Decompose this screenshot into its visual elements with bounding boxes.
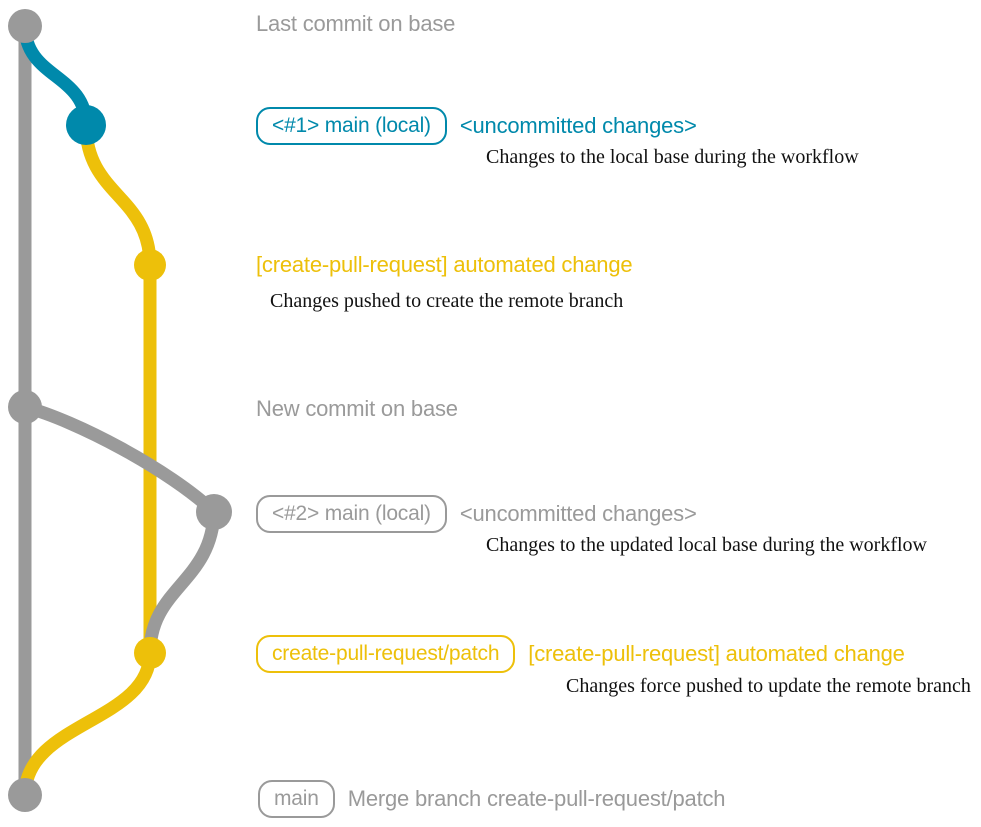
ref-badge-create-pull-request-patch[interactable]: create-pull-request/patch: [256, 635, 516, 673]
commit-subject: New commit on base: [256, 396, 458, 421]
commit-node-patch-2[interactable]: [134, 637, 166, 669]
commit-subject: <uncommitted changes>: [459, 113, 697, 138]
commit-node-patch-1[interactable]: [134, 249, 166, 281]
commit-subject: [create-pull-request] automated change: [528, 641, 905, 666]
commit-description: Changes pushed to create the remote bran…: [270, 290, 624, 312]
commit-node-local-2[interactable]: [196, 494, 232, 530]
commit-row-new-commit-on-base: New commit on base: [256, 398, 458, 420]
commit-subject: <uncommitted changes>: [459, 501, 697, 526]
edge-base-to-local2: [18, 400, 221, 519]
edge-patch2-to-merge: [18, 646, 157, 802]
commit-description: Changes to the updated local base during…: [486, 534, 927, 556]
edge-local2-to-patch2: [143, 505, 221, 660]
commit-description: Changes force pushed to update the remot…: [566, 675, 971, 697]
commit-row-merge: main Merge branch create-pull-request/pa…: [258, 780, 726, 818]
commit-node-local-1[interactable]: [66, 105, 106, 145]
ref-badge-main[interactable]: main: [258, 780, 335, 818]
ref-badge-main-local-1[interactable]: <#1> main (local): [256, 107, 447, 145]
commit-node-base-head[interactable]: [8, 9, 42, 43]
commit-row-automated-change-2: create-pull-request/patch [create-pull-r…: [256, 635, 905, 673]
commit-row-local-2: <#2> main (local) <uncommitted changes>: [256, 495, 697, 533]
commit-subject: [create-pull-request] automated change: [256, 252, 633, 277]
commit-row-automated-change-1: [create-pull-request] automated change: [256, 252, 633, 277]
commit-description: Changes to the local base during the wor…: [486, 146, 859, 168]
commit-node-base-new[interactable]: [8, 390, 42, 424]
commit-subject: Last commit on base: [256, 11, 456, 36]
commit-row-last-commit-on-base: Last commit on base: [256, 13, 455, 35]
commit-subject: Merge branch create-pull-request/patch: [347, 786, 726, 811]
commit-row-local-1: <#1> main (local) <uncommitted changes>: [256, 107, 697, 145]
ref-badge-main-local-2[interactable]: <#2> main (local): [256, 495, 447, 533]
edge-local1-to-patch1: [79, 118, 157, 272]
commit-node-merge[interactable]: [8, 778, 42, 812]
